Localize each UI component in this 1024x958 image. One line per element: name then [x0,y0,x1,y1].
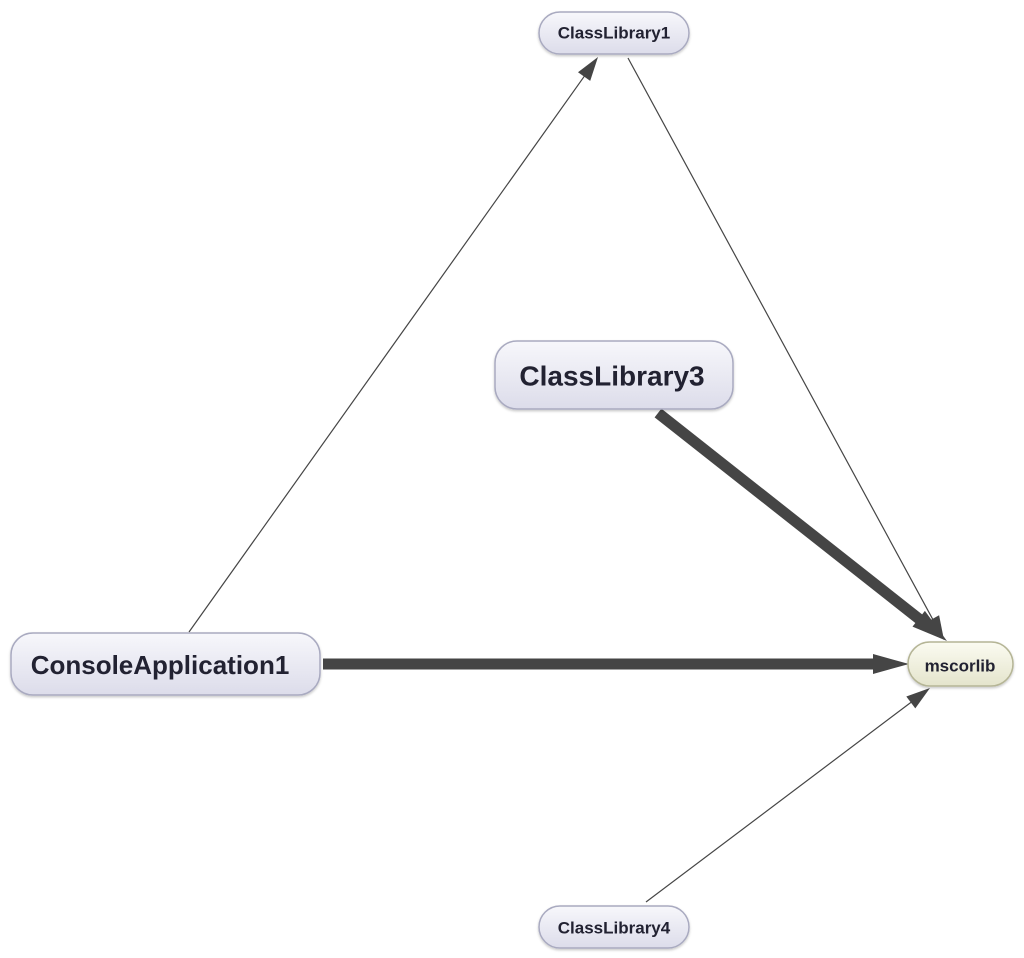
node-mscorlib[interactable]: mscorlib [907,641,1014,687]
node-classlibrary1[interactable]: ClassLibrary1 [538,11,690,55]
arrowhead-icon [578,57,598,81]
edges [188,57,947,903]
edge-classlibrary3-to-mscorlib[interactable] [654,408,947,641]
edge-consoleapplication1-to-mscorlib[interactable] [323,654,909,674]
node-classlibrary4[interactable]: ClassLibrary4 [538,905,690,949]
node-label: ClassLibrary3 [519,361,704,392]
node-label: mscorlib [925,657,996,676]
edge-line [627,57,935,621]
edge-line [188,74,586,633]
node-consoleapplication1[interactable]: ConsoleApplication1 [10,632,321,696]
arrowhead-icon [906,688,930,709]
arrowhead-icon [912,610,947,641]
node-label: ClassLibrary1 [558,24,670,43]
node-classlibrary3[interactable]: ClassLibrary3 [494,340,734,410]
edge-classlibrary4-to-mscorlib[interactable] [645,688,930,903]
node-label: ConsoleApplication1 [31,650,290,680]
edge-consoleapplication1-to-classlibrary1[interactable] [188,57,598,633]
node-label: ClassLibrary4 [558,919,671,938]
arrowhead-icon [873,654,909,674]
edge-line [654,408,924,625]
edge-line [645,700,913,903]
